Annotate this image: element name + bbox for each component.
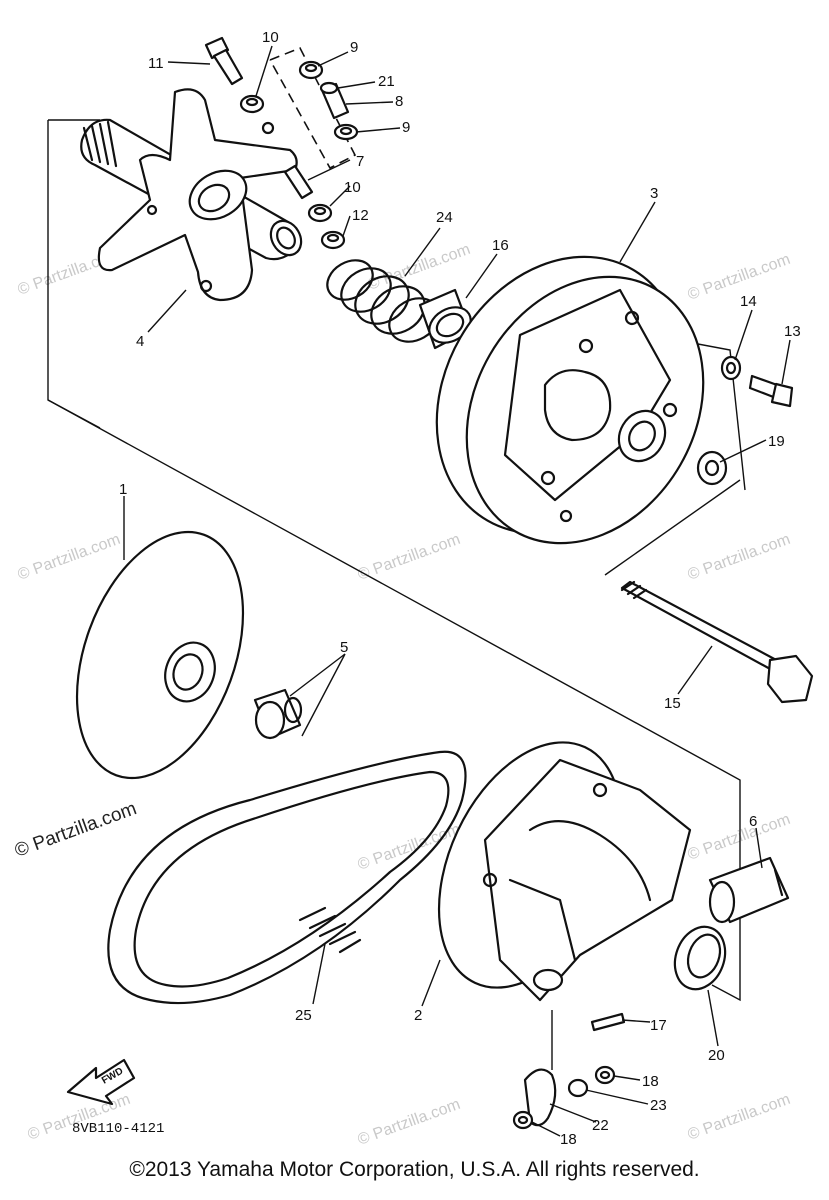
callout-11: 11 xyxy=(148,55,164,72)
callout-22: 22 xyxy=(592,1117,609,1134)
callout-24: 24 xyxy=(436,209,453,226)
callout-18: 18 xyxy=(560,1131,577,1148)
callout-18: 18 xyxy=(642,1073,659,1090)
callout-16: 16 xyxy=(492,237,509,254)
weight-parts xyxy=(512,1010,626,1130)
callout-2: 2 xyxy=(414,1007,422,1024)
watermark: © Partzilla.com xyxy=(366,241,473,294)
callout-10: 10 xyxy=(344,179,361,196)
callout-19: 19 xyxy=(768,433,785,450)
callout-1: 1 xyxy=(119,481,127,498)
watermark: © Partzilla.com xyxy=(16,531,123,584)
fixed-sheave-part-1 xyxy=(75,530,245,780)
callout-3: 3 xyxy=(650,185,658,202)
callout-9: 9 xyxy=(402,119,410,136)
leader-lines xyxy=(123,45,791,1137)
fasteners-right xyxy=(696,355,794,486)
callout-7: 7 xyxy=(356,153,364,170)
callout-8: 8 xyxy=(395,93,403,110)
sleeve-part-6 xyxy=(708,856,790,924)
callout-23: 23 xyxy=(650,1097,667,1114)
callout-20: 20 xyxy=(708,1047,725,1064)
drive-belt-part-25 xyxy=(107,750,467,1005)
callout-6: 6 xyxy=(749,813,757,830)
copyright-notice: ©2013 Yamaha Motor Corporation, U.S.A. A… xyxy=(129,1158,700,1181)
callout-5: 5 xyxy=(340,639,348,656)
callout-17: 17 xyxy=(650,1017,667,1034)
sheave-cover-part-3 xyxy=(435,255,705,545)
callout-9: 9 xyxy=(350,39,358,56)
callout-15: 15 xyxy=(664,695,681,712)
watermark: © Partzilla.com xyxy=(356,1096,463,1149)
forward-arrow-icon: FWD xyxy=(66,1058,136,1106)
spider-hub-part-4 xyxy=(80,88,303,302)
callout-4: 4 xyxy=(136,333,144,350)
bushings-part-5 xyxy=(253,688,303,740)
bolt-part-15 xyxy=(620,580,814,704)
part-code: 8VB110-4121 xyxy=(72,1121,164,1137)
callout-25: 25 xyxy=(295,1007,312,1024)
bushing-ring-part-20 xyxy=(673,925,727,991)
callout-labels: 11 10 9 21 8 9 7 10 12 24 16 3 4 14 13 1… xyxy=(119,29,801,1148)
movable-sheave-part-2 xyxy=(437,741,692,1002)
callout-13: 13 xyxy=(784,323,801,340)
callout-21: 21 xyxy=(378,73,395,90)
callout-12: 12 xyxy=(352,207,369,224)
watermark: © Partzilla.com xyxy=(356,531,463,584)
watermark: © Partzilla.com xyxy=(686,811,793,864)
callout-14: 14 xyxy=(740,293,757,310)
callout-10: 10 xyxy=(262,29,279,46)
watermark: © Partzilla.com xyxy=(686,1091,793,1144)
watermark: © Partzilla.com xyxy=(686,531,793,584)
